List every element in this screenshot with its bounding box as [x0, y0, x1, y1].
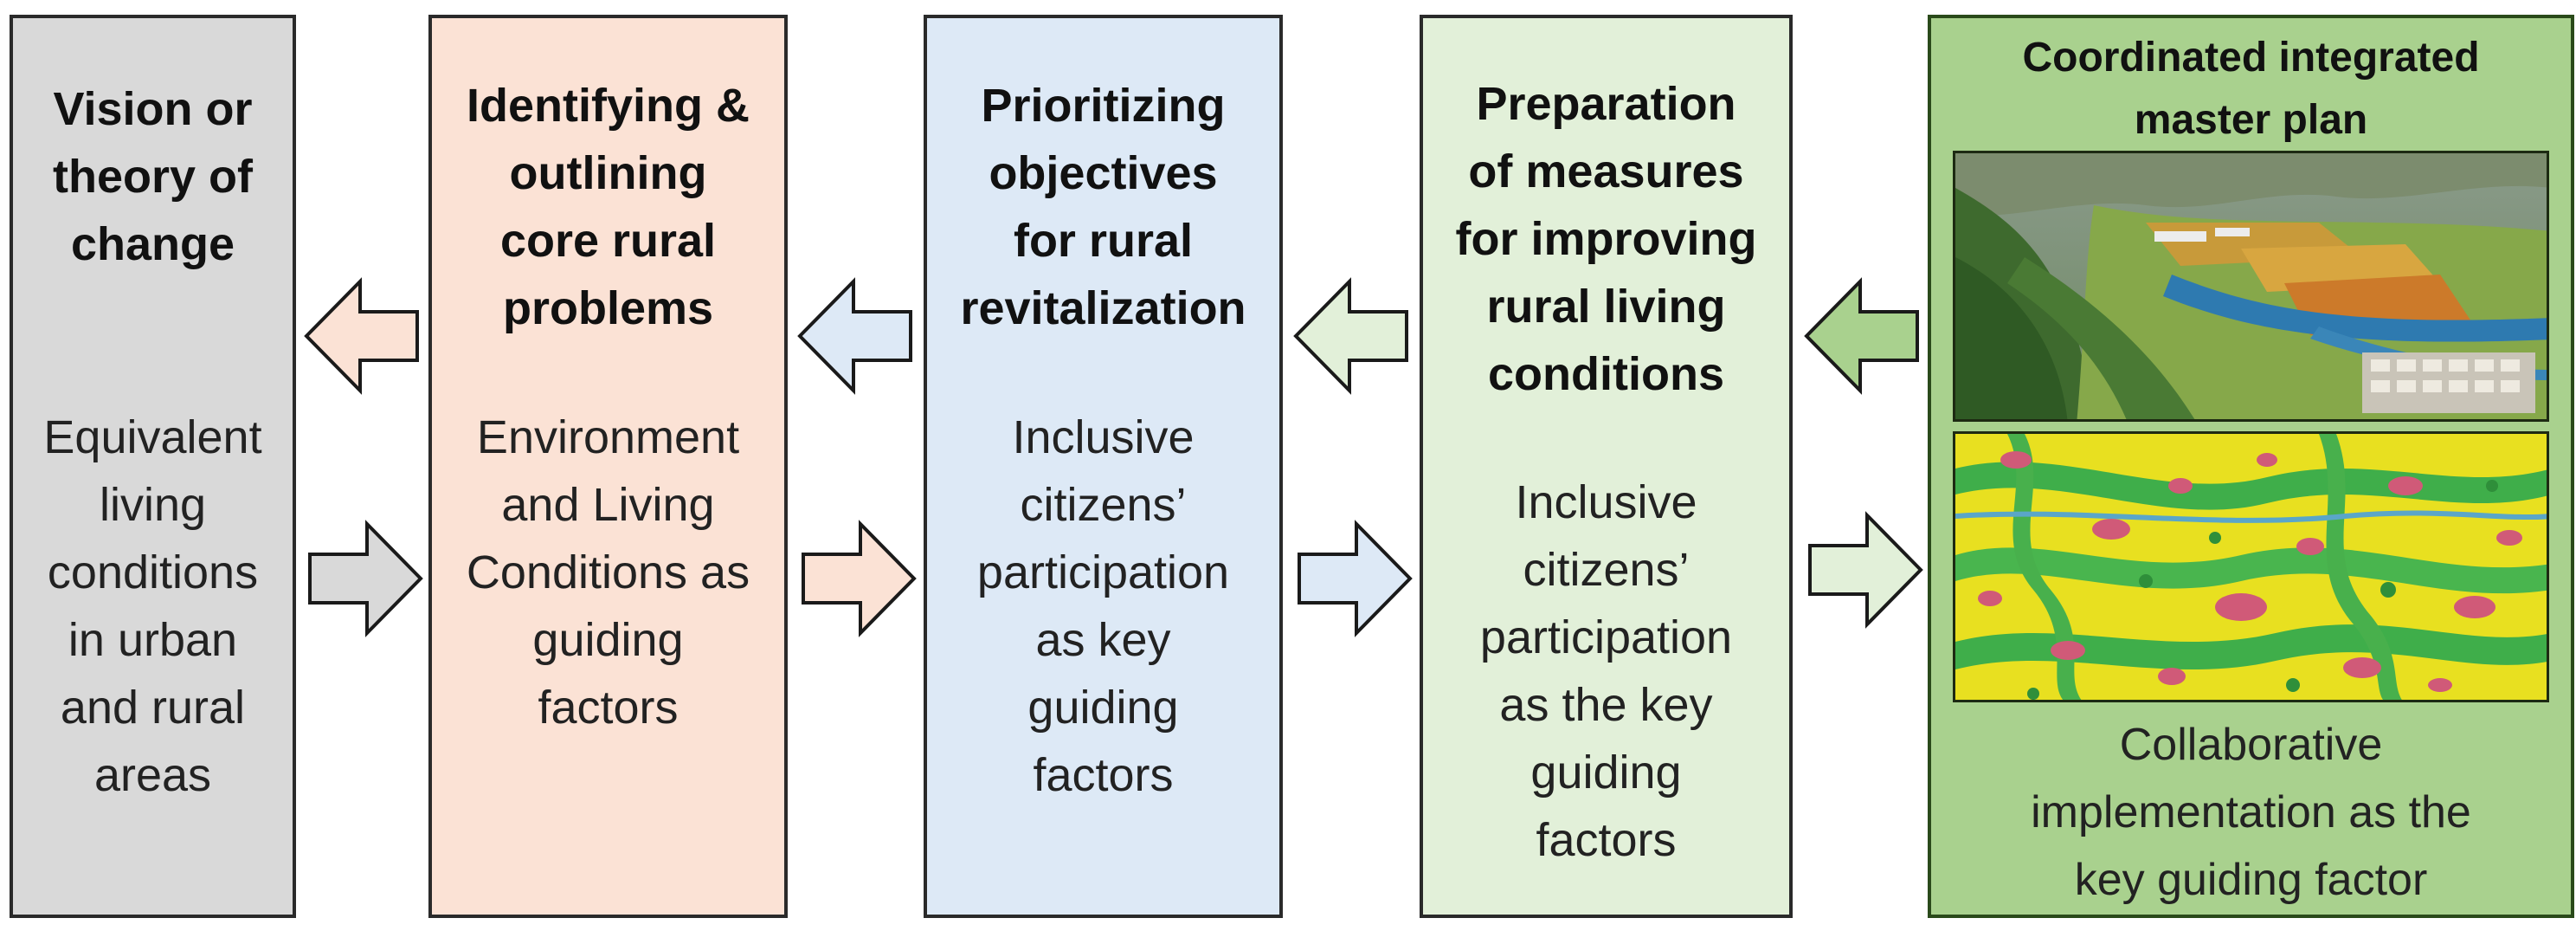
right-arrow-icon	[1808, 511, 1923, 629]
right-arrow-icon	[308, 520, 423, 637]
left-arrow-icon	[1293, 277, 1408, 395]
step-description: Collaborative implementation as the key …	[2031, 720, 2471, 905]
step-box-vision: Vision or theory of change Equivalent li…	[10, 15, 296, 918]
step-title: Coordinated integrated master plan	[2022, 35, 2480, 143]
step-box-identifying-problems: Identifying & outlining core rural probl…	[428, 15, 788, 918]
step-title: Identifying & outlining core rural probl…	[467, 80, 750, 334]
right-arrow-icon	[802, 520, 917, 637]
step-title: Preparation of measures for improving ru…	[1455, 78, 1757, 400]
step-description: Inclusive citizens’ participation as the…	[1479, 476, 1733, 866]
left-arrow-icon	[797, 277, 912, 395]
step-title: Vision or theory of change	[52, 83, 253, 270]
land-use-map-image	[1953, 431, 2549, 702]
step-title: Prioritizing objectives for rural revita…	[960, 80, 1246, 334]
step-box-prioritizing-objectives: Prioritizing objectives for rural revita…	[924, 15, 1283, 918]
step-description: Environment and Living Conditions as gui…	[466, 411, 750, 734]
step-box-master-plan: Coordinated integrated master plan	[1928, 15, 2574, 918]
left-arrow-icon	[1804, 277, 1919, 395]
right-arrow-icon	[1298, 520, 1413, 637]
step-description: Equivalent living conditions in urban an…	[43, 411, 262, 801]
step-box-preparation-measures: Preparation of measures for improving ru…	[1420, 15, 1793, 918]
left-arrow-icon	[304, 277, 419, 395]
step-description: Inclusive citizens’ participation as key…	[976, 411, 1230, 801]
aerial-rendering-image	[1953, 151, 2549, 422]
